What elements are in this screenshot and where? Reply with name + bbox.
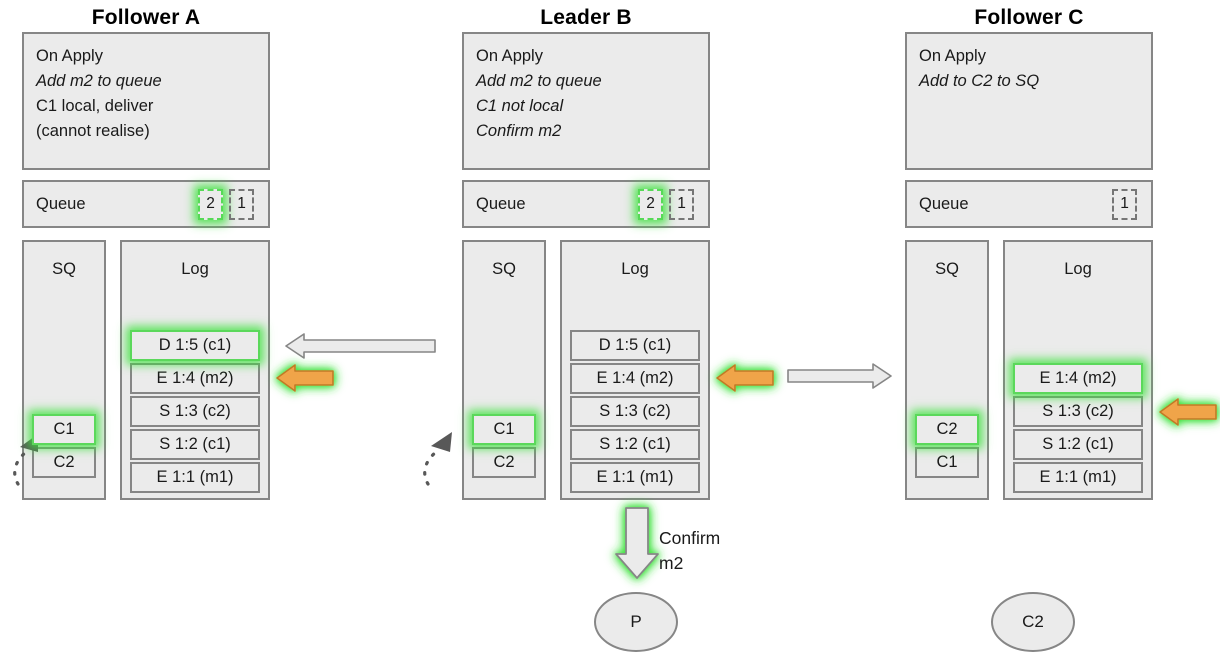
sq-items-follower-c: C2 C1: [915, 414, 979, 480]
queue-slot: 2: [638, 188, 663, 220]
log-entry[interactable]: S 1:3 (c2): [570, 396, 700, 427]
apply-line: On Apply: [919, 47, 986, 65]
column-title-leader-b: Leader B: [540, 6, 632, 29]
sq-title: SQ: [492, 260, 516, 278]
replication-arrow-leader-to-follower-a: [285, 333, 436, 359]
queue-bar-leader-b: Queue 2 1: [462, 180, 710, 228]
apply-line: On Apply: [476, 47, 543, 65]
log-entry[interactable]: E 1:4 (m2): [570, 363, 700, 394]
log-entry[interactable]: S 1:3 (c2): [130, 396, 260, 427]
queue-bar-follower-c: Queue 1: [905, 180, 1153, 228]
queue-slots: 1: [1112, 188, 1137, 220]
log-entry[interactable]: E 1:4 (m2): [1013, 363, 1143, 394]
apply-line: C1 not local: [476, 97, 564, 115]
log-title: Log: [1064, 260, 1092, 278]
queue-slots: 2 1: [198, 188, 254, 220]
sq-item[interactable]: C2: [915, 414, 979, 445]
on-apply-panel-leader-b: On Apply Add m2 to queue C1 not local Co…: [462, 32, 710, 170]
log-entries-leader-b: D 1:5 (c1) E 1:4 (m2) S 1:3 (c2) S 1:2 (…: [570, 330, 700, 495]
log-title: Log: [621, 260, 649, 278]
log-entry[interactable]: E 1:1 (m1): [130, 462, 260, 493]
apply-line: Add m2 to queue: [36, 72, 162, 90]
queue-slot: 2: [198, 188, 223, 220]
sq-item[interactable]: C1: [472, 414, 536, 445]
commit-arrow-follower-c: [1159, 398, 1217, 426]
sq-items-follower-a: C1 C2: [32, 414, 96, 480]
apply-line: C1 local, deliver: [36, 97, 154, 115]
log-entry[interactable]: S 1:3 (c2): [1013, 396, 1143, 427]
deliver-dotted-arrow-leader-b: [423, 432, 452, 486]
sq-item[interactable]: C1: [915, 447, 979, 478]
column-title-follower-a: Follower A: [91, 6, 201, 29]
apply-line: (cannot realise): [36, 122, 150, 140]
confirm-label-line2: m2: [659, 553, 684, 573]
sq-items-leader-b: C1 C2: [472, 414, 536, 480]
sq-title: SQ: [52, 260, 76, 278]
queue-label: Queue: [36, 194, 86, 213]
circle-consumer-c2: C2: [991, 592, 1075, 652]
queue-bar-follower-a: Queue 2 1: [22, 180, 270, 228]
sq-item[interactable]: C2: [472, 447, 536, 478]
log-entries-follower-a: D 1:5 (c1) E 1:4 (m2) S 1:3 (c2) S 1:2 (…: [130, 330, 260, 495]
log-entry[interactable]: S 1:2 (c1): [570, 429, 700, 460]
queue-slot: 1: [669, 188, 694, 220]
queue-label: Queue: [476, 194, 526, 213]
commit-arrow-leader-b: [716, 364, 774, 392]
queue-slots: 2 1: [638, 188, 694, 220]
apply-line: Add m2 to queue: [476, 72, 602, 90]
commit-arrow-follower-a: [276, 364, 334, 392]
column-title-follower-c: Follower C: [974, 6, 1084, 29]
log-entry[interactable]: S 1:2 (c1): [1013, 429, 1143, 460]
log-entry[interactable]: E 1:4 (m2): [130, 363, 260, 394]
queue-slot: 1: [1112, 188, 1137, 220]
replication-arrow-leader-to-follower-c: [787, 363, 892, 389]
log-entry[interactable]: E 1:1 (m1): [570, 462, 700, 493]
queue-label: Queue: [919, 194, 969, 213]
log-entry[interactable]: D 1:5 (c1): [570, 330, 700, 361]
sq-item[interactable]: C1: [32, 414, 96, 445]
on-apply-panel-follower-a: On Apply Add m2 to queue C1 local, deliv…: [22, 32, 270, 170]
circle-publisher-p: P: [594, 592, 678, 652]
confirm-label-line1: Confirm: [659, 528, 721, 548]
apply-line: On Apply: [36, 47, 103, 65]
on-apply-panel-follower-c: On Apply Add to C2 to SQ: [905, 32, 1153, 170]
sq-item[interactable]: C2: [32, 447, 96, 478]
log-entries-follower-c: E 1:4 (m2) S 1:3 (c2) S 1:2 (c1) E 1:1 (…: [1013, 363, 1143, 495]
confirm-down-arrow: [615, 507, 659, 579]
apply-line: Add to C2 to SQ: [919, 72, 1040, 90]
queue-slot: 1: [229, 188, 254, 220]
log-entry[interactable]: S 1:2 (c1): [130, 429, 260, 460]
apply-line: Confirm m2: [476, 122, 562, 140]
sq-title: SQ: [935, 260, 959, 278]
log-title: Log: [181, 260, 209, 278]
log-entry[interactable]: D 1:5 (c1): [130, 330, 260, 361]
log-entry[interactable]: E 1:1 (m1): [1013, 462, 1143, 493]
